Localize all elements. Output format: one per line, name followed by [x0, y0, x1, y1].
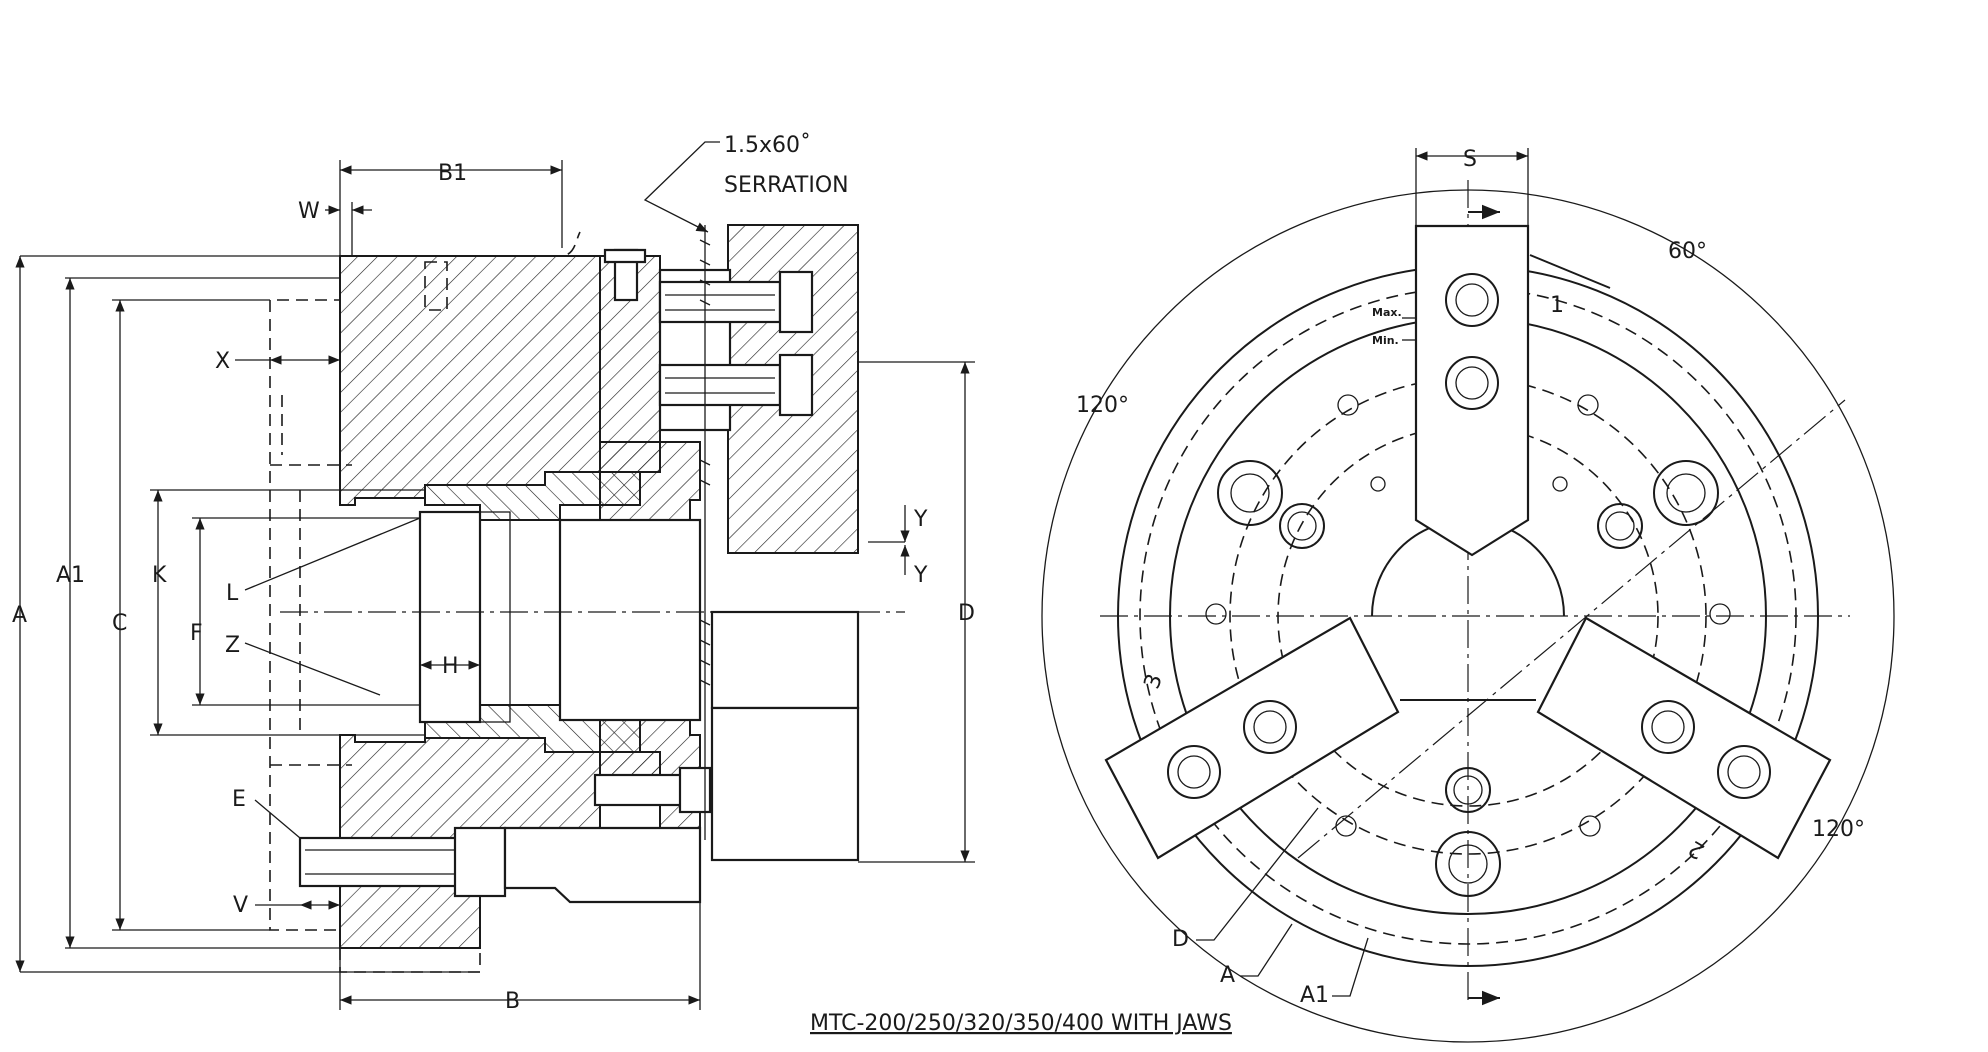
- dim-label-Z: Z: [225, 633, 240, 658]
- small-holes: [1205, 394, 1731, 837]
- piston-upper: [424, 471, 641, 521]
- dim-label-H: H: [442, 654, 459, 679]
- drawing-caption: MTC-200/250/320/350/400 WITH JAWS: [810, 1011, 1232, 1036]
- body-bolts: [1217, 460, 1719, 897]
- jaw-2: [1536, 616, 1832, 860]
- dim-label-L: L: [226, 581, 239, 606]
- dim-label-D-side: D: [958, 601, 975, 626]
- angle-60: 60°: [1668, 239, 1707, 264]
- front-label-A1: A1: [1300, 983, 1329, 1008]
- jaw-number-1: 1: [1550, 293, 1564, 318]
- master-jaw-lower: [710, 706, 860, 862]
- front-label-D: D: [1172, 927, 1189, 952]
- dim-label-V: V: [233, 893, 248, 918]
- dim-label-C: C: [112, 611, 127, 636]
- dim-label-Y-bottom: Y: [913, 563, 928, 588]
- serration-label: SERRATION: [724, 173, 849, 198]
- mounting-bolt: [298, 826, 702, 904]
- min-mark: Min.: [1372, 334, 1399, 347]
- dim-label-Y-top: Y: [913, 507, 928, 532]
- jaw-1: [1414, 224, 1611, 557]
- dim-label-F: F: [190, 621, 203, 646]
- dim-label-B: B: [505, 989, 520, 1014]
- jaw-number-3: 3: [1140, 671, 1168, 693]
- side-section-view: A A1 C K F B1 W X: [12, 133, 975, 1014]
- max-mark: Max.: [1372, 306, 1402, 319]
- bore-insert: [418, 510, 482, 724]
- bore-cavity: [558, 518, 702, 722]
- jaw-number-2: 2: [1684, 835, 1709, 864]
- angle-120-right: 120°: [1812, 817, 1865, 842]
- dim-label-A: A: [12, 603, 27, 628]
- dim-label-W: W: [298, 199, 320, 224]
- dim-label-B1: B1: [438, 161, 467, 186]
- dim-label-S: S: [1463, 147, 1477, 172]
- jaw-bolts: [658, 270, 814, 417]
- front-view: Max. Min. 1 2 3 S 60° 120° 120° D A A1: [1041, 147, 1895, 1043]
- jaw-3: [1104, 616, 1400, 860]
- dim-label-A1: A1: [56, 563, 85, 588]
- angle-120-left: 120°: [1076, 393, 1129, 418]
- dim-label-X: X: [215, 349, 230, 374]
- top-jaw-lower: [710, 610, 860, 710]
- dim-label-K: K: [152, 563, 167, 588]
- serration-spec: 1.5x60˚: [724, 133, 811, 158]
- front-label-A: A: [1220, 963, 1235, 988]
- dim-label-E: E: [232, 787, 246, 812]
